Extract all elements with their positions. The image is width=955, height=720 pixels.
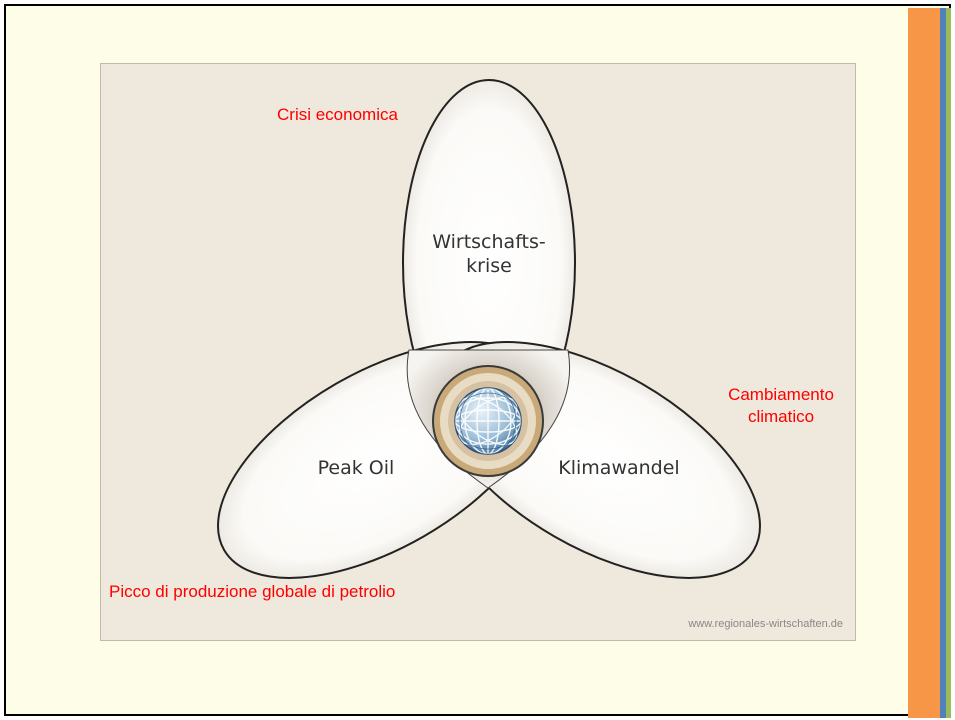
annotation-bottom: Picco di produzione globale di petrolio	[109, 582, 396, 601]
annotation-right: Cambiamento climatico	[706, 384, 856, 428]
lobe-top-label: Wirtschafts- krise	[419, 230, 559, 278]
lobe-top-label-line2: krise	[466, 255, 512, 277]
annotation-right-line1: Cambiamento	[728, 385, 834, 404]
source-watermark: www.regionales-wirtschaften.de	[688, 618, 843, 630]
trilemma-diagram: Wirtschafts- krise Peak Oil Klimawandel …	[100, 63, 856, 641]
lobe-right-label: Klimawandel	[558, 457, 680, 479]
lobe-left-label: Peak Oil	[317, 457, 395, 479]
globe-icon	[454, 387, 522, 455]
accent-bar-orange	[908, 8, 940, 718]
lobe-top-label-line1: Wirtschafts-	[432, 231, 546, 253]
annotation-top: Crisi economica	[277, 105, 398, 124]
annotation-right-line2: climatico	[747, 407, 815, 426]
lobes-graphic	[217, 79, 761, 579]
accent-bar-green	[946, 8, 951, 718]
accent-bar-blue	[940, 8, 946, 718]
